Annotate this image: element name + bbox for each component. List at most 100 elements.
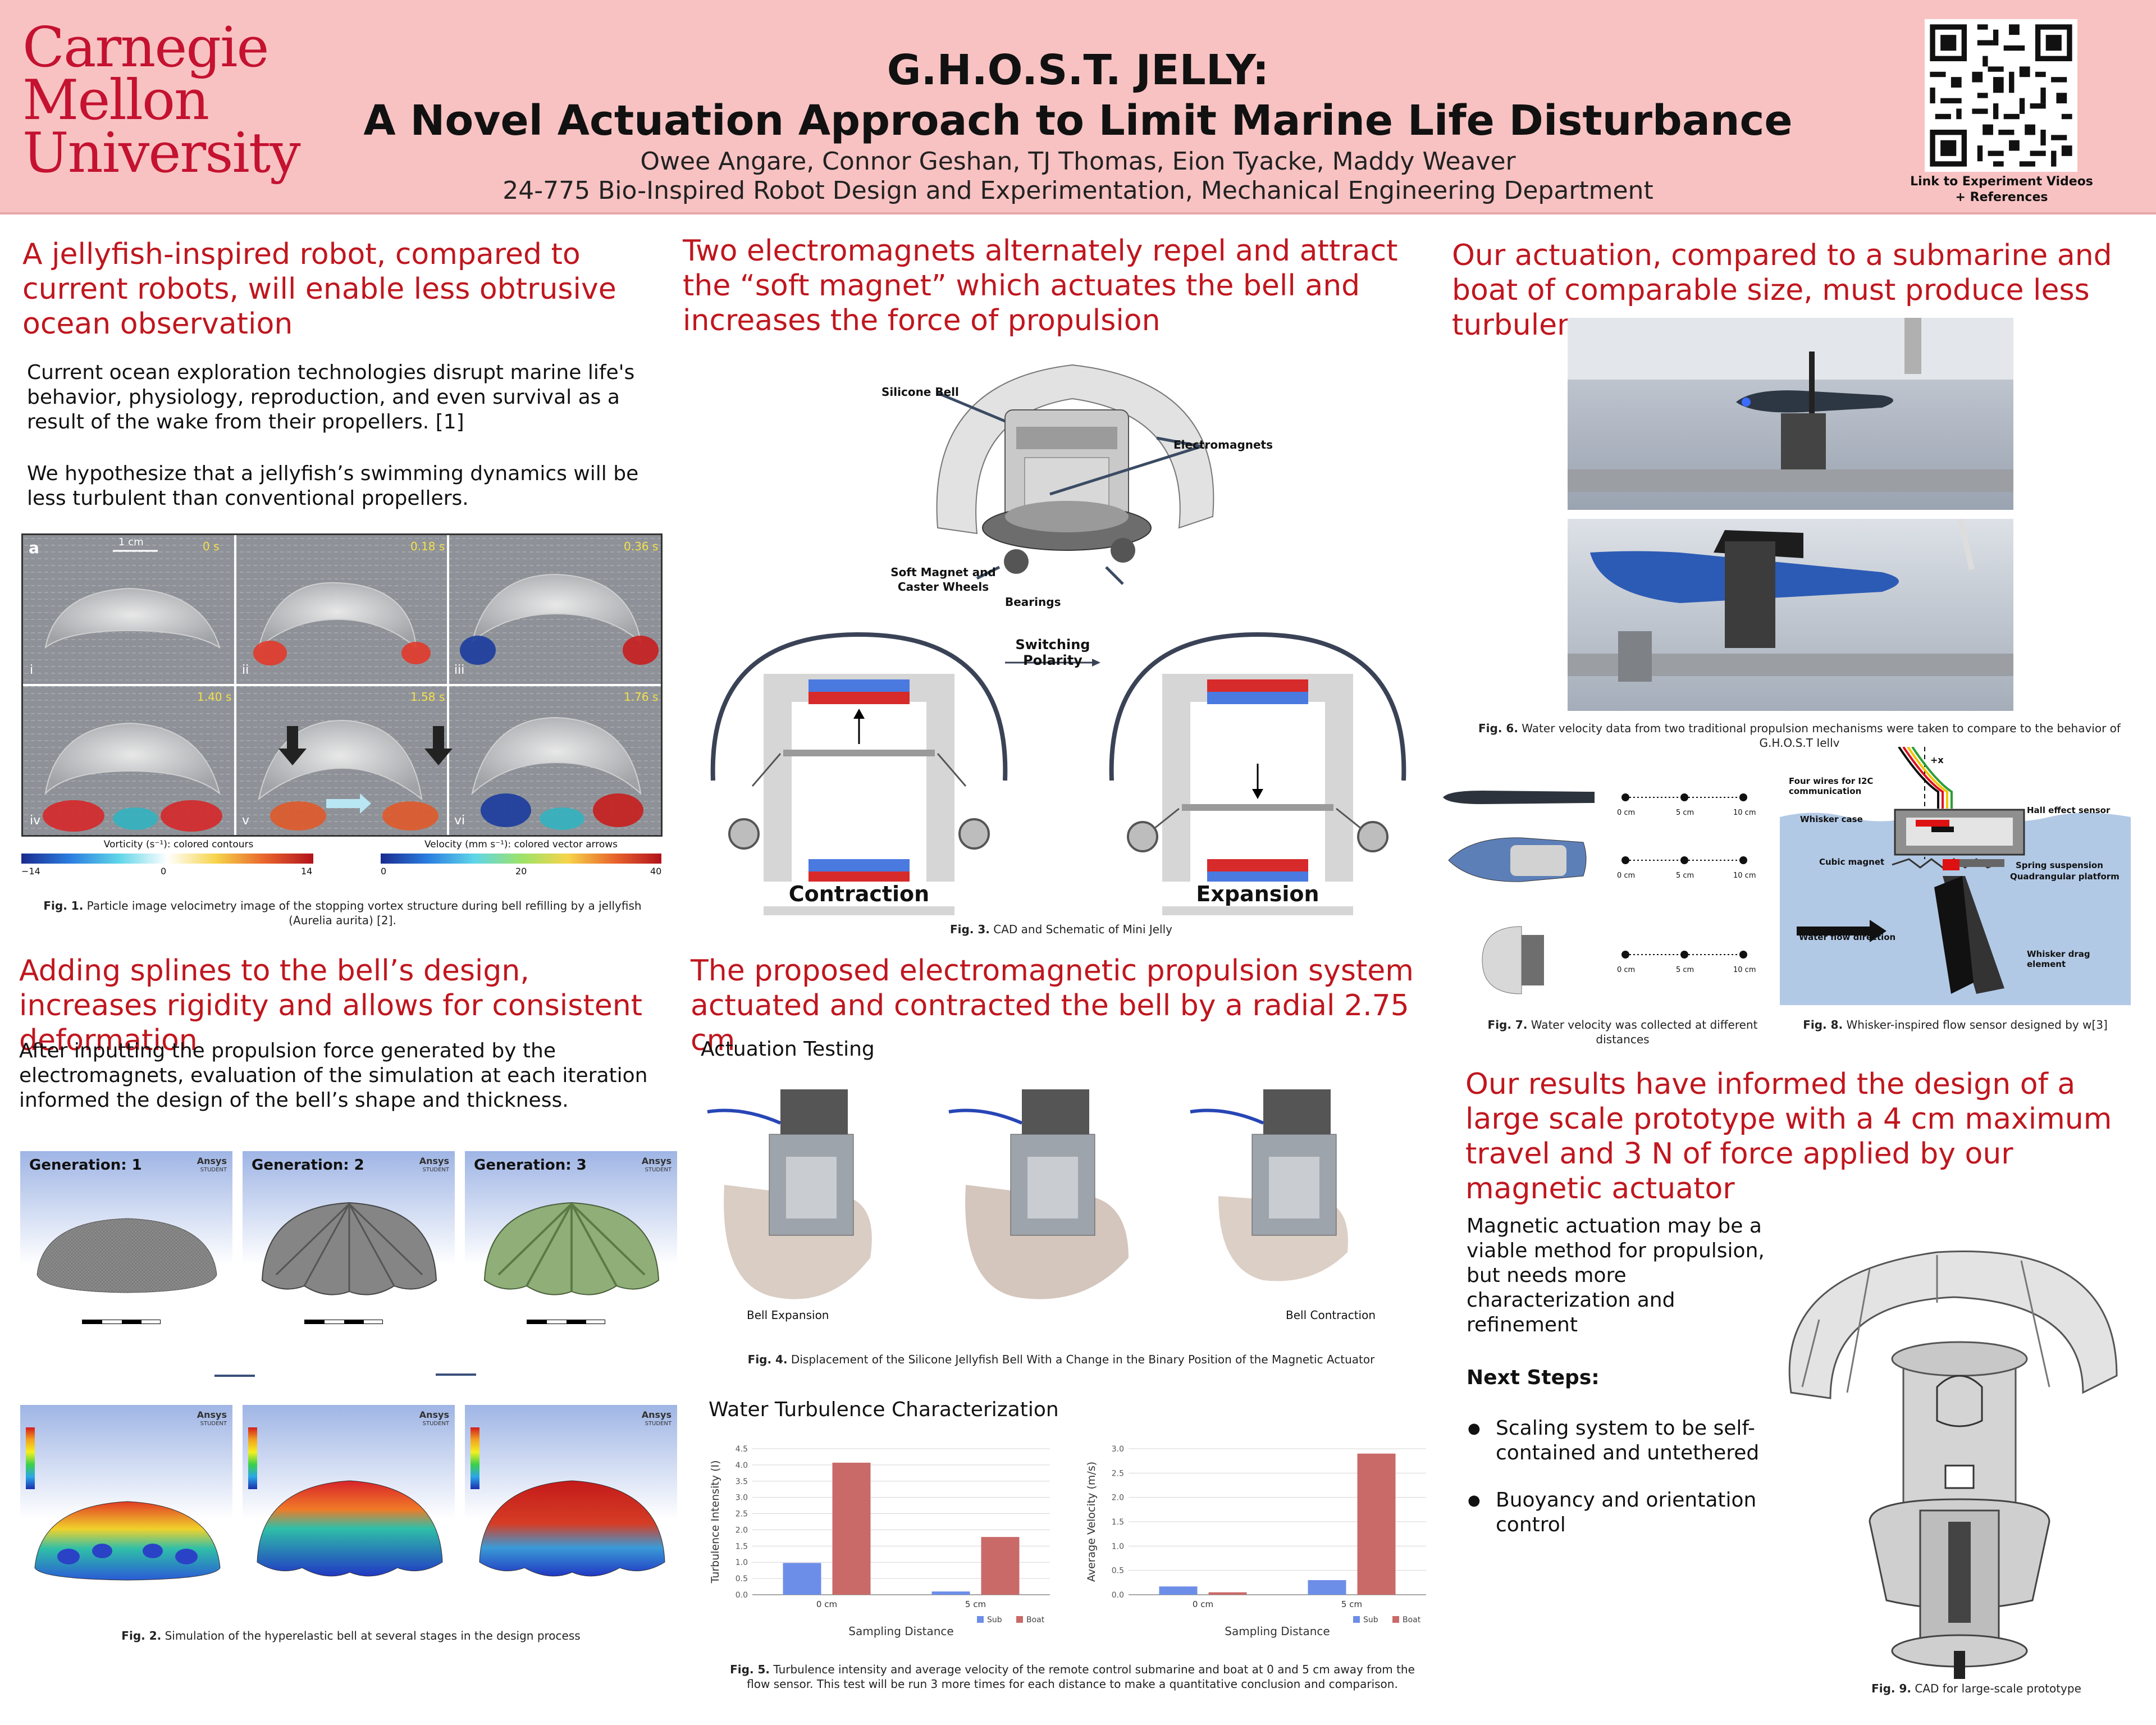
bell-stress-gen2-icon	[257, 1480, 443, 1577]
piv-grid-svg	[23, 535, 661, 835]
y-tick-label: 0.0	[736, 1591, 748, 1600]
cmu-logo: Carnegie Mellon University	[22, 16, 301, 185]
bell-mesh-icon	[36, 1218, 217, 1293]
legend-swatch	[1353, 1616, 1360, 1623]
label-wires: Four wires for I2C communication	[1789, 776, 1874, 796]
fig2-caption: Fig. 2. Simulation of the hyperelastic b…	[121, 1629, 581, 1642]
stress-legend	[26, 1427, 35, 1489]
time-label: 1.40 s	[197, 690, 232, 704]
label-silicone-bell: Silicone Bell	[881, 385, 959, 399]
panel-roman: iv	[30, 814, 41, 828]
y-tick-label: 2.5	[736, 1510, 748, 1519]
y-axis-title: Turbulence Intensity (I)	[709, 1460, 721, 1583]
panel-letter: a	[29, 539, 39, 557]
legend-label: Boat	[1403, 1616, 1421, 1624]
y-tick-label: 0.0	[1112, 1591, 1124, 1600]
bar-boat-5cm	[981, 1537, 1020, 1595]
legend-swatch	[1016, 1616, 1023, 1623]
y-tick-label: 0.5	[1112, 1567, 1124, 1576]
time-label: 0 s	[203, 540, 220, 553]
poster-header: Carnegie Mellon University G.H.O.S.T. JE…	[0, 0, 2156, 215]
next-steps-list: Scaling system to be self-contained and …	[1468, 1416, 1782, 1560]
turbulence-title: Water Turbulence Characterization	[709, 1398, 1059, 1421]
col1-paragraph-3: After inputting the propulsion force gen…	[19, 1039, 648, 1112]
panel-roman: iii	[454, 663, 465, 677]
fig1-colorbars: Vorticity (s⁻¹): colored contours −14 0 …	[21, 839, 662, 877]
fig2-ansys: Generation: 1 Ansys STUDENT Generation: …	[20, 1151, 680, 1617]
x-tick-label: 5 cm	[1341, 1599, 1362, 1609]
authors: Owee Angare, Connor Geshan, TJ Thomas, E…	[640, 147, 1516, 176]
ansys-gen2-stress: Ansys STUDENT	[243, 1405, 455, 1613]
vehicles-distance-icon	[1443, 791, 1747, 994]
fig4-caption: Fig. 4. Displacement of the Silicone Jel…	[747, 1353, 1375, 1366]
whisker-sensor-icon	[1780, 746, 2131, 1005]
course-line: 24-775 Bio-Inspired Robot Design and Exp…	[503, 176, 1653, 205]
vorticity-colorbar	[21, 854, 313, 864]
fig3-caption: Fig. 3. CAD and Schematic of Mini Jelly	[949, 923, 1173, 936]
bar-sub-0cm	[783, 1563, 821, 1595]
y-tick-label: 0.5	[736, 1575, 748, 1583]
scale-label: 1 cm	[118, 536, 144, 548]
ansys-gen2-mesh: Generation: 2 Ansys STUDENT	[243, 1151, 455, 1358]
time-label: 1.58 s	[410, 690, 445, 704]
col3-heading-2: Our results have informed the design of …	[1465, 1067, 2112, 1206]
x-tick-label: 0 cm	[816, 1599, 837, 1609]
time-label: 1.76 s	[624, 690, 659, 704]
generation-label: Generation: 3	[474, 1157, 587, 1174]
y-tick-label: 3.0	[1112, 1445, 1124, 1454]
vorticity-label: Vorticity (s⁻¹): colored contours	[103, 839, 254, 850]
y-tick-label: 4.5	[736, 1445, 748, 1454]
y-tick-label: 4.0	[736, 1461, 748, 1470]
bar-sub-0cm	[1159, 1586, 1198, 1595]
x-tick-label: 0 cm	[1193, 1599, 1213, 1609]
mini-jelly-cad-icon	[936, 364, 1214, 585]
actuation-testing-title: Actuation Testing	[701, 1038, 875, 1061]
fig3-cad: Silicone Bell Electromagnets Soft Magnet…	[865, 348, 1273, 618]
ansys-gen1-mesh: Generation: 1 Ansys STUDENT	[20, 1151, 232, 1358]
legend-label: Boat	[1026, 1616, 1045, 1624]
y-tick-label: 1.0	[1112, 1542, 1124, 1551]
fig4-actuation-photos: Bell Expansion Bell Contraction	[702, 1073, 1387, 1322]
label-soft-magnet: Soft Magnet and Caster Wheels	[890, 565, 996, 594]
y-tick-label: 1.0	[736, 1558, 748, 1567]
label-hall-sensor: Hall effect sensor	[2027, 805, 2111, 815]
generation-label: Generation: 1	[29, 1157, 142, 1174]
bell-contraction-label: Bell Contraction	[1286, 1308, 1376, 1322]
scale-bar	[527, 1320, 605, 1324]
ansys-gen1-stress: Ansys STUDENT	[20, 1405, 232, 1613]
label-platform: Quadrangular platform	[2010, 871, 2120, 882]
y-tick-label: 2.0	[736, 1526, 748, 1535]
polarity-schematic-icon	[710, 632, 1406, 921]
fig6-photo-submarine	[1568, 318, 2013, 510]
qr-code[interactable]	[1925, 19, 2077, 172]
fig3-schematic: Switching Polarity Contraction Expansion	[696, 623, 1426, 921]
bar-sub-5cm	[1308, 1580, 1346, 1595]
label-spring: Spring suspension	[2016, 860, 2103, 870]
y-tick-label: 2.5	[1112, 1469, 1124, 1478]
actuation-photos-icon	[707, 1089, 1348, 1299]
bell-splined-mesh-icon	[261, 1202, 437, 1295]
col2-heading-1: Two electromagnets alternately repel and…	[683, 234, 1398, 337]
col1-paragraph-1: Current ocean exploration technologies d…	[27, 361, 635, 433]
large-prototype-cad-icon	[1788, 1250, 2118, 1679]
poster-title: G.H.O.S.T. JELLY: A Novel Actuation Appr…	[363, 46, 1793, 145]
label-whisker-case: Whisker case	[1800, 814, 1863, 824]
fig9-caption: Fig. 9. CAD for large-scale prototype	[1871, 1682, 2081, 1695]
col2-heading-2: The proposed electromagnetic propulsion …	[691, 954, 1414, 1057]
bar-sub-5cm	[931, 1591, 970, 1595]
y-axis-title: Average Velocity (m/s)	[1085, 1462, 1098, 1582]
fig6-caption: Fig. 6. Water velocity data from two tra…	[1478, 722, 2121, 750]
fig8-caption: Fig. 8. Whisker-inspired flow sensor des…	[1803, 1018, 2108, 1032]
velocity-colorbar	[381, 854, 661, 864]
ansys-gen3-stress: Ansys STUDENT	[465, 1405, 677, 1613]
velocity-label: Velocity (mm s⁻¹): colored vector arrows	[424, 839, 618, 850]
fig7-caption: Fig. 7. Water velocity was collected at …	[1487, 1018, 1758, 1046]
col3-paragraph-1: Magnetic actuation may be a viable metho…	[1467, 1215, 1765, 1336]
scale-bar	[82, 1320, 161, 1324]
next-steps-heading: Next Steps:	[1467, 1366, 1600, 1389]
x-tick-label: 5 cm	[965, 1599, 986, 1609]
legend-label: Sub	[1363, 1616, 1378, 1624]
bar-boat-0cm	[1208, 1592, 1247, 1595]
